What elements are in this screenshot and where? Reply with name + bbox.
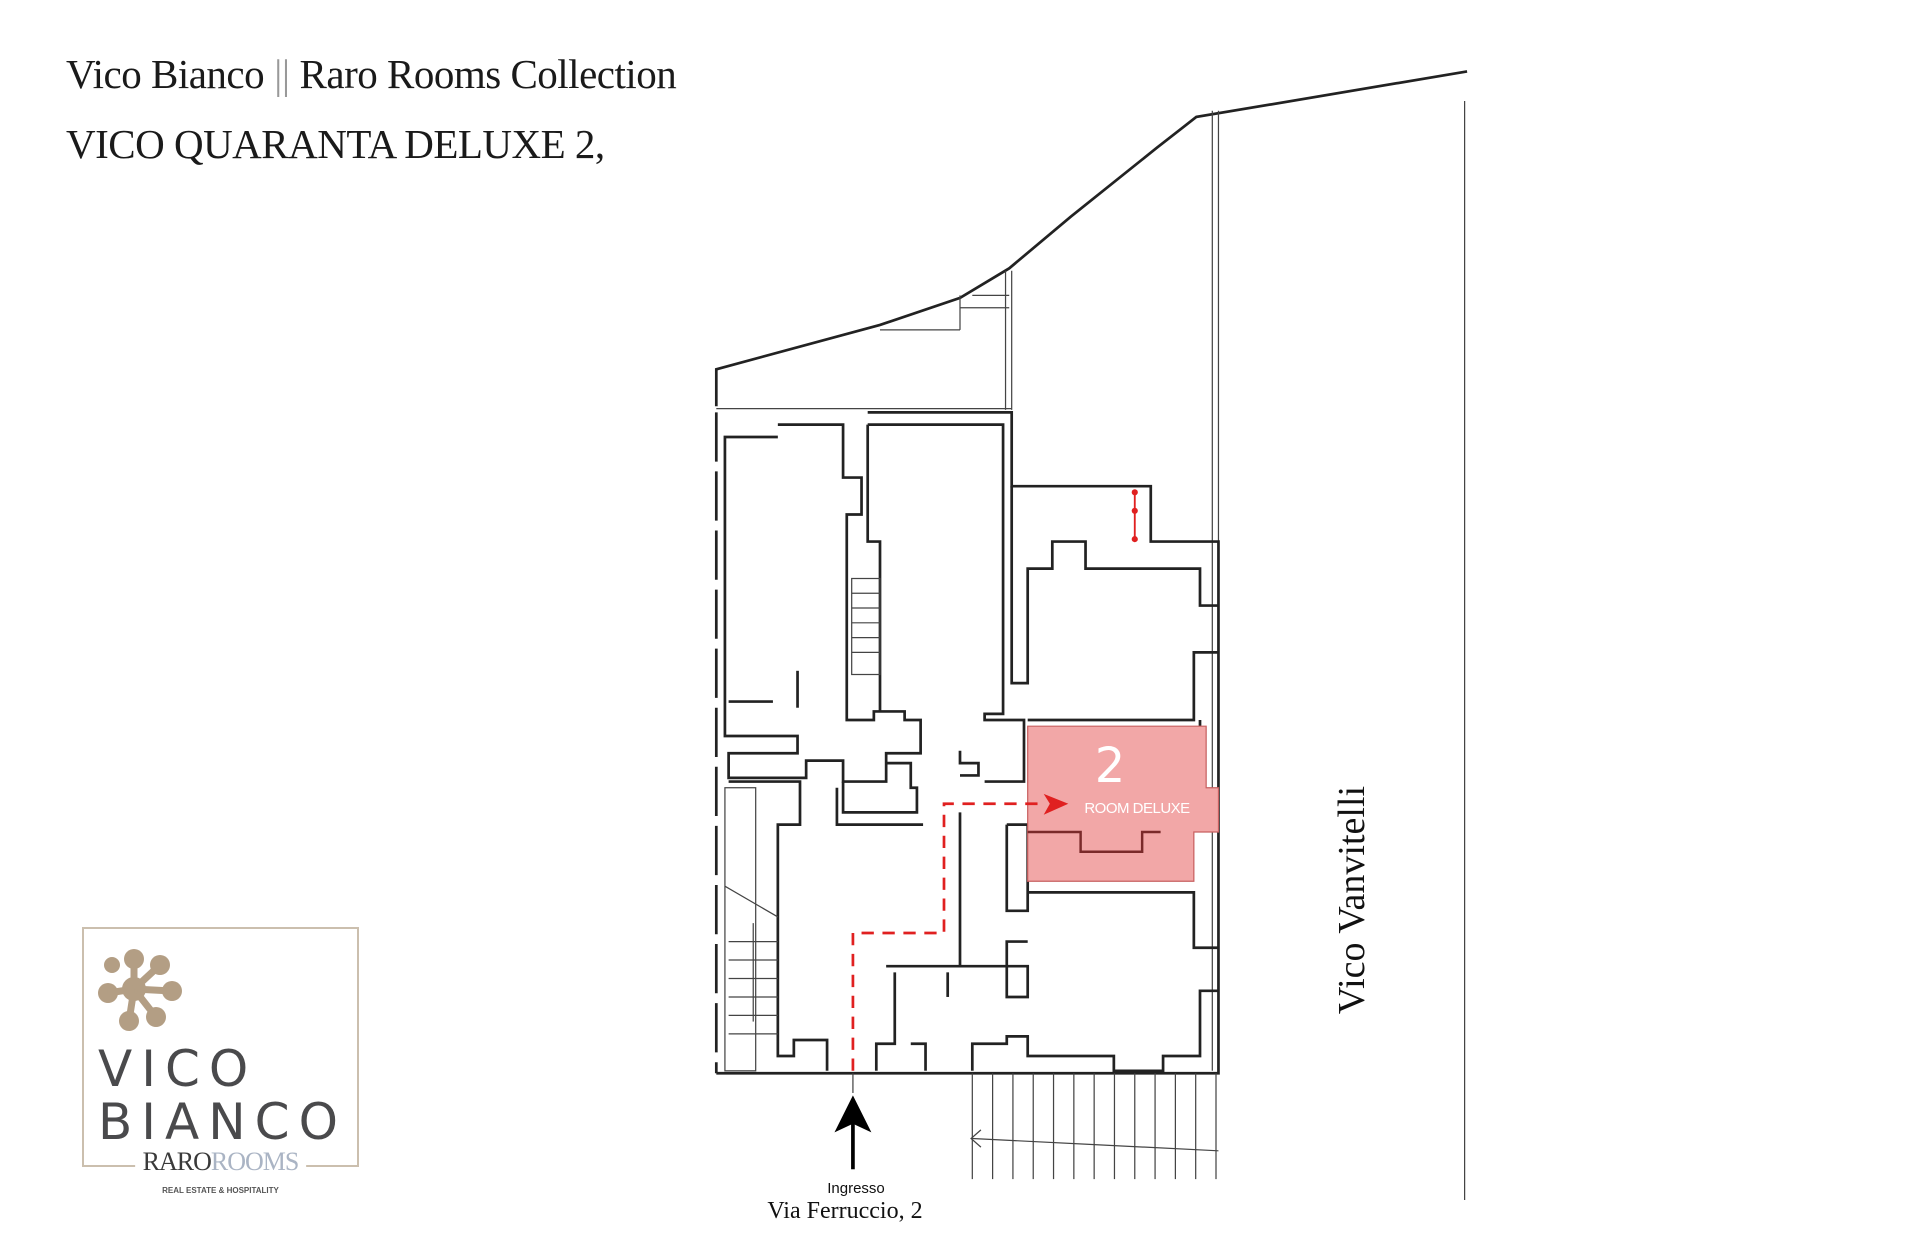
room-wall [958,750,980,777]
ramp-direction [972,1137,1219,1152]
entrance-street: Via Ferruccio, 2 [767,1198,923,1224]
room-deluxe-wall [1027,830,1161,853]
logo: VICO BIANCO RAROROOMS REAL ESTATE & HOSP… [82,927,359,1195]
room-wall [874,972,897,1071]
room-wall [910,1042,927,1071]
brand-name: RAROROOMS [134,1147,307,1177]
brand-tagline: REAL ESTATE & HOSPITALITY [162,1186,279,1195]
room-number: 2 [1094,738,1126,794]
room-wall [867,423,1026,783]
title-separator: || [274,51,290,97]
outer-wall [716,410,1220,1075]
room-wall [1027,650,1219,722]
route-path [851,802,1038,1071]
room-label: ROOM DELUXE [1084,800,1190,817]
room-wall [723,423,922,783]
title-right: Raro Rooms Collection [299,51,677,97]
logo-flower-icon [98,949,182,1031]
site-boundary [714,70,1468,407]
side-street-label: Vico Vanvitelli [1331,785,1373,1015]
entrance-arrowhead-icon [834,1095,872,1133]
room-wall [970,989,1219,1073]
red-markers [1131,489,1138,543]
entrance-label: Ingresso [827,1180,885,1197]
staircase [724,577,881,1072]
brand-b: ROOMS [210,1147,299,1176]
route-arrow-icon [1043,793,1069,815]
room-wall [728,780,829,1071]
logo-line2: BIANCO [98,1093,347,1151]
title: Vico Bianco||Raro Rooms Collection [66,50,677,98]
room-wall [866,424,882,712]
room-wall [835,787,924,827]
outside-ramp [971,1073,1217,1180]
brand-a: RARO [142,1147,212,1176]
room-wall [1027,890,1219,950]
title-left: Vico Bianco [66,51,265,97]
room-wall [841,761,919,814]
upper-stairs [880,294,1010,331]
room-wall [1005,823,1030,913]
ramp-arrow-icon [970,1129,982,1148]
room-wall [1010,486,1219,685]
room-deluxe-highlight [1027,725,1220,882]
logo-line1: VICO [98,1040,258,1098]
subtitle: VICO QUARANTA DELUXE 2, [66,121,605,167]
room-wall [886,940,1030,999]
